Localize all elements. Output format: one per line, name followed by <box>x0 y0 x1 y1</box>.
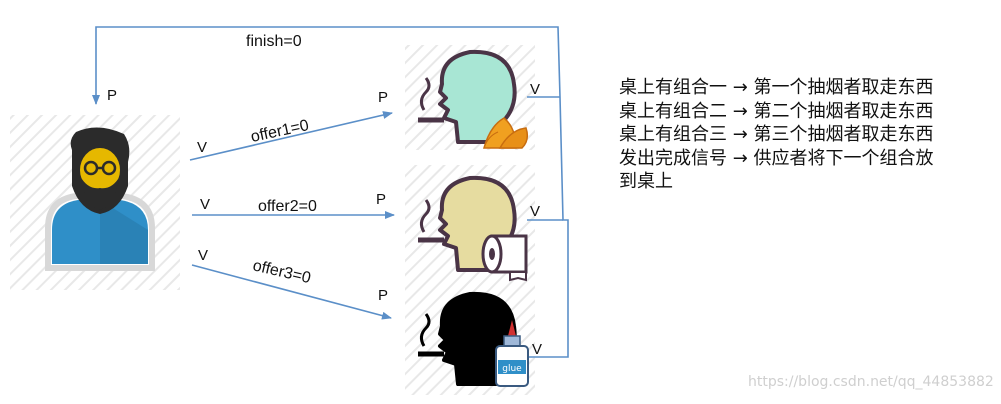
v-label-offer2: V <box>200 196 210 213</box>
p-label-smoker2: P <box>376 191 386 208</box>
smoker-paper-icon <box>418 175 528 282</box>
description-line-5: 到桌上 <box>619 171 673 192</box>
finish-feedback-path <box>92 26 569 358</box>
watermark-url: https://blog.csdn.net/qq_44853882 <box>748 374 994 390</box>
p-label-smoker1: P <box>378 89 388 106</box>
v-label-smoker3: V <box>532 341 542 358</box>
offer3-arrow <box>191 264 392 320</box>
description-line-1: 桌上有组合一 → 第一个抽烟者取走东西 <box>619 77 934 98</box>
v-label-offer1: V <box>197 139 207 156</box>
description-line-3: 桌上有组合三 → 第三个抽烟者取走东西 <box>619 124 934 145</box>
offer1-label: offer1=0 <box>249 117 310 146</box>
v-label-smoker1: V <box>530 81 540 98</box>
finish-label: finish=0 <box>246 33 302 50</box>
smoker-glue-icon: glue <box>418 291 529 387</box>
smoker-tobacco-icon <box>418 49 529 149</box>
p-label-supplier: P <box>107 87 117 104</box>
glue-label: glue <box>502 364 522 374</box>
v-label-smoker2: V <box>530 203 540 220</box>
description-line-4: 发出完成信号 → 供应者将下一个组合放 <box>619 147 934 169</box>
v-label-offer3: V <box>198 247 208 264</box>
description-text: 桌上有组合一 → 第一个抽烟者取走东西 桌上有组合二 → 第二个抽烟者取走东西 … <box>619 76 934 194</box>
offer2-label: offer2=0 <box>258 198 317 215</box>
supplier-person-icon <box>45 127 155 271</box>
p-label-smoker3: P <box>378 287 388 304</box>
description-line-2: 桌上有组合二 → 第二个抽烟者取走东西 <box>619 100 934 122</box>
offer1-arrow <box>189 111 393 161</box>
